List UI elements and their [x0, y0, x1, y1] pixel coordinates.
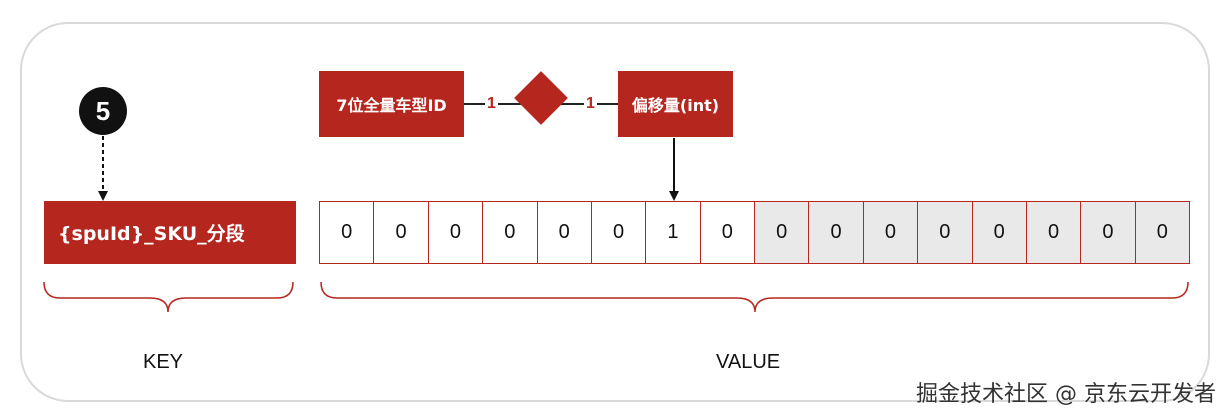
bit-cell: 0: [809, 202, 864, 263]
offset-box: 偏移量(int): [618, 71, 733, 137]
offset-box-text: 偏移量(int): [631, 96, 720, 115]
cardinality-right: 1: [584, 95, 597, 113]
step-number-badge: 5: [79, 87, 127, 135]
bit-cell: 0: [374, 202, 429, 263]
car-id-box-text: 7位全量车型ID: [336, 96, 447, 115]
cardinality-left: 1: [485, 95, 498, 113]
value-brace: [320, 281, 1189, 313]
key-brace: [43, 281, 294, 313]
bit-cell: 0: [972, 202, 1027, 263]
bit-cell: 0: [320, 202, 375, 263]
bit-cell: 0: [755, 202, 810, 263]
bit-cell: 0: [592, 202, 647, 263]
key-label: KEY: [143, 351, 184, 373]
bit-cell: 0: [918, 202, 973, 263]
key-box-text: {spuId}_SKU_分段: [58, 223, 245, 245]
car-id-box: 7位全量车型ID: [319, 71, 464, 137]
bit-cell: 1: [646, 202, 701, 263]
bit-cell: 0: [538, 202, 592, 263]
bit-cell: 0: [1026, 202, 1082, 263]
bit-cell: 0: [1081, 202, 1136, 263]
bit-cell: 0: [863, 202, 919, 263]
bit-cell: 0: [1135, 202, 1189, 263]
bit-cell: 0: [429, 202, 484, 263]
watermark: 掘金技术社区 @ 京东云开发者: [916, 382, 1216, 407]
step-number: 5: [95, 95, 111, 126]
bit-cell: 0: [483, 202, 538, 263]
bit-cell: 0: [701, 202, 755, 263]
value-label: VALUE: [716, 351, 781, 373]
key-box: {spuId}_SKU_分段: [44, 201, 296, 264]
